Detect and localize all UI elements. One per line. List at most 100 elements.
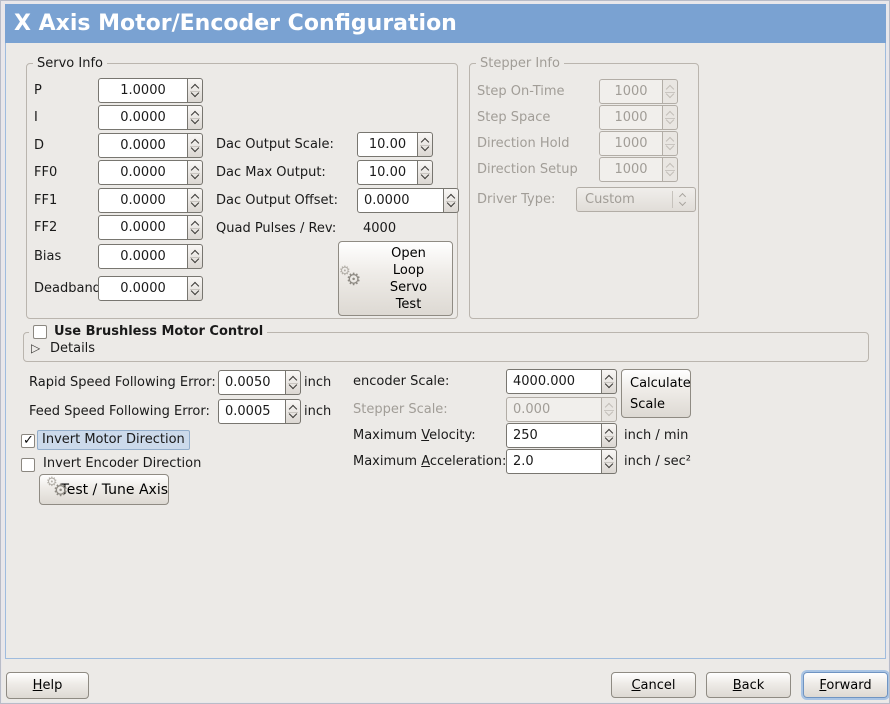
calculate-scale-button[interactable]: Calculate Scale — [621, 369, 691, 418]
bias-spin-buttons[interactable] — [188, 244, 203, 269]
d-spin-buttons[interactable] — [188, 133, 203, 158]
dac-output-offset-spin-buttons[interactable] — [444, 188, 459, 213]
ff1-spinbox: 0.0000 — [98, 188, 203, 213]
driver-type-dropdown: Custom — [576, 187, 696, 212]
encoder-scale-spin-buttons[interactable] — [602, 369, 617, 394]
ff0-spinbox: 0.0000 — [98, 160, 203, 185]
deadband-spinbox: 0.0000 — [98, 276, 203, 301]
deadband-spin-buttons[interactable] — [188, 276, 203, 301]
ff2-label: FF2 — [34, 220, 58, 235]
ff1-spin-buttons[interactable] — [188, 188, 203, 213]
open-loop-servo-test-button[interactable]: ⚙⚙ Open Loop Servo Test — [338, 241, 453, 316]
direction-hold-input: 1000 — [599, 131, 663, 156]
servo-info-legend: Servo Info — [33, 54, 107, 73]
rapid-following-error-spin-buttons[interactable] — [286, 370, 301, 395]
feed-following-error-label: Feed Speed Following Error: — [29, 404, 210, 419]
deadband-label: Deadband — [34, 281, 101, 296]
step-on-time-spinbox: 1000 — [599, 79, 678, 104]
encoder-scale-input[interactable]: 4000.000 — [506, 369, 602, 394]
direction-setup-input: 1000 — [599, 157, 663, 182]
bias-input[interactable]: 0.0000 — [98, 244, 188, 269]
open-loop-servo-test-label: Open Loop Servo Test — [389, 245, 428, 312]
encoder-scale-spinbox: 4000.000 — [506, 369, 617, 394]
dac-max-output-label: Dac Max Output: — [216, 165, 326, 180]
max-velocity-label: Maximum Velocity: — [353, 428, 476, 443]
p-input[interactable]: 1.0000 — [98, 78, 188, 103]
use-brushless-label: Use Brushless Motor Control — [54, 324, 264, 339]
max-velocity-input[interactable]: 250 — [506, 423, 602, 448]
step-on-time-spin-buttons — [663, 79, 678, 104]
rapid-following-error-unit: inch — [304, 375, 332, 390]
brushless-frame: Use Brushless Motor Control ▷ Details — [23, 322, 869, 362]
dac-max-output-spinbox: 10.00 — [357, 160, 433, 185]
dac-max-output-input[interactable]: 10.00 — [357, 160, 418, 185]
feed-following-error-spinbox: 0.0005 — [218, 399, 301, 424]
step-space-label: Step Space — [477, 110, 551, 125]
brushless-legend: Use Brushless Motor Control — [29, 322, 268, 341]
combo-separator — [672, 191, 673, 208]
d-spinbox: 0.0000 — [98, 133, 203, 158]
invert-motor-label[interactable]: Invert Motor Direction — [37, 430, 190, 450]
calculate-scale-label: Calculate Scale — [630, 375, 691, 412]
back-button[interactable]: Back — [706, 672, 791, 698]
i-input[interactable]: 0.0000 — [98, 105, 188, 130]
deadband-input[interactable]: 0.0000 — [98, 276, 188, 301]
feed-following-error-spin-buttons[interactable] — [286, 399, 301, 424]
quad-pulses-value: 4000 — [363, 221, 397, 236]
forward-button[interactable]: Forward — [803, 672, 888, 698]
stepper-scale-spinbox: 0.000 — [506, 397, 617, 422]
direction-hold-spin-buttons — [663, 131, 678, 156]
details-label: Details — [50, 341, 96, 356]
help-button[interactable]: Help — [6, 672, 89, 699]
max-acceleration-spin-buttons[interactable] — [602, 449, 617, 474]
feed-following-error-input[interactable]: 0.0005 — [218, 399, 286, 424]
rapid-following-error-spinbox: 0.0050 — [218, 370, 301, 395]
ff2-spinbox: 0.0000 — [98, 215, 203, 240]
d-input[interactable]: 0.0000 — [98, 133, 188, 158]
i-spin-buttons[interactable] — [188, 105, 203, 130]
gears-icon: ⚙⚙ — [339, 263, 362, 290]
p-label: P — [34, 83, 42, 98]
test-tune-axis-label: Test / Tune Axis — [60, 481, 168, 498]
direction-hold-label: Direction Hold — [477, 136, 570, 151]
test-tune-axis-button[interactable]: ⚙⚙ Test / Tune Axis — [39, 474, 169, 505]
rapid-following-error-input[interactable]: 0.0050 — [218, 370, 286, 395]
direction-setup-spin-buttons — [663, 157, 678, 182]
stepper-info-legend: Stepper Info — [476, 54, 564, 73]
cancel-button[interactable]: Cancel — [611, 672, 696, 698]
max-acceleration-label: Maximum Acceleration: — [353, 454, 507, 469]
dac-output-scale-label: Dac Output Scale: — [216, 137, 334, 152]
dac-output-scale-spin-buttons[interactable] — [418, 132, 433, 157]
direction-setup-spinbox: 1000 — [599, 157, 678, 182]
invert-encoder-label[interactable]: Invert Encoder Direction — [43, 456, 202, 471]
ff0-input[interactable]: 0.0000 — [98, 160, 188, 185]
encoder-scale-label: encoder Scale: — [353, 374, 450, 389]
direction-setup-label: Direction Setup — [477, 162, 578, 177]
max-acceleration-spinbox: 2.0 — [506, 449, 617, 474]
combo-arrows-icon — [673, 188, 695, 211]
stepper-scale-spin-buttons — [602, 397, 617, 422]
ff0-spin-buttons[interactable] — [188, 160, 203, 185]
step-space-spinbox: 1000 — [599, 105, 678, 130]
step-space-spin-buttons — [663, 105, 678, 130]
dac-max-output-spin-buttons[interactable] — [418, 160, 433, 185]
max-acceleration-input[interactable]: 2.0 — [506, 449, 602, 474]
dac-output-offset-spinbox: 0.0000 — [357, 188, 459, 213]
invert-motor-checkbox[interactable] — [21, 433, 35, 448]
ff2-spin-buttons[interactable] — [188, 215, 203, 240]
dac-output-offset-input[interactable]: 0.0000 — [357, 188, 444, 213]
ff2-input[interactable]: 0.0000 — [98, 215, 188, 240]
use-brushless-checkbox[interactable] — [33, 324, 47, 339]
dac-output-scale-input[interactable]: 10.00 — [357, 132, 418, 157]
p-spin-buttons[interactable] — [188, 78, 203, 103]
invert-encoder-checkbox[interactable] — [21, 458, 35, 472]
max-velocity-spinbox: 250 — [506, 423, 617, 448]
stepper-info-frame: Stepper Info — [469, 54, 699, 319]
max-velocity-unit: inch / min — [624, 428, 689, 443]
step-on-time-input: 1000 — [599, 79, 663, 104]
bias-spinbox: 0.0000 — [98, 244, 203, 269]
max-velocity-spin-buttons[interactable] — [602, 423, 617, 448]
ff1-input[interactable]: 0.0000 — [98, 188, 188, 213]
step-on-time-label: Step On-Time — [477, 84, 565, 99]
